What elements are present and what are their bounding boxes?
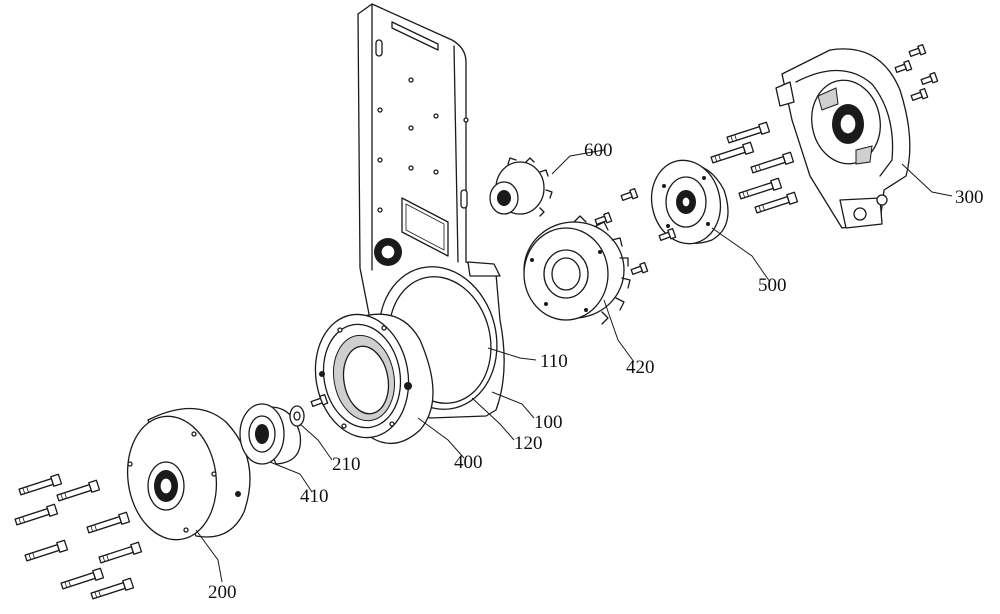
label-200: 200 bbox=[208, 582, 237, 603]
flange-500 bbox=[619, 159, 729, 245]
label-410: 410 bbox=[300, 486, 329, 507]
motor-200 bbox=[126, 407, 251, 541]
pulley-410 bbox=[239, 403, 302, 465]
label-500: 500 bbox=[758, 275, 787, 296]
bearing-housing-400 bbox=[314, 313, 434, 445]
small-gear-600 bbox=[489, 157, 553, 217]
label-400: 400 bbox=[454, 452, 483, 473]
washer-210 bbox=[289, 393, 329, 427]
leader-lines bbox=[195, 149, 953, 583]
end-cover-300 bbox=[775, 48, 911, 229]
label-420: 420 bbox=[626, 357, 655, 378]
label-300: 300 bbox=[955, 187, 984, 208]
label-600: 600 bbox=[584, 140, 613, 161]
label-210: 210 bbox=[332, 454, 361, 475]
label-120: 120 bbox=[514, 433, 543, 454]
part-labels: 600 300 500 420 110 100 120 400 210 410 … bbox=[208, 140, 984, 603]
motor-bolts bbox=[13, 473, 143, 602]
label-110: 110 bbox=[540, 351, 568, 372]
label-100: 100 bbox=[534, 412, 563, 433]
large-gear-420 bbox=[523, 211, 649, 325]
